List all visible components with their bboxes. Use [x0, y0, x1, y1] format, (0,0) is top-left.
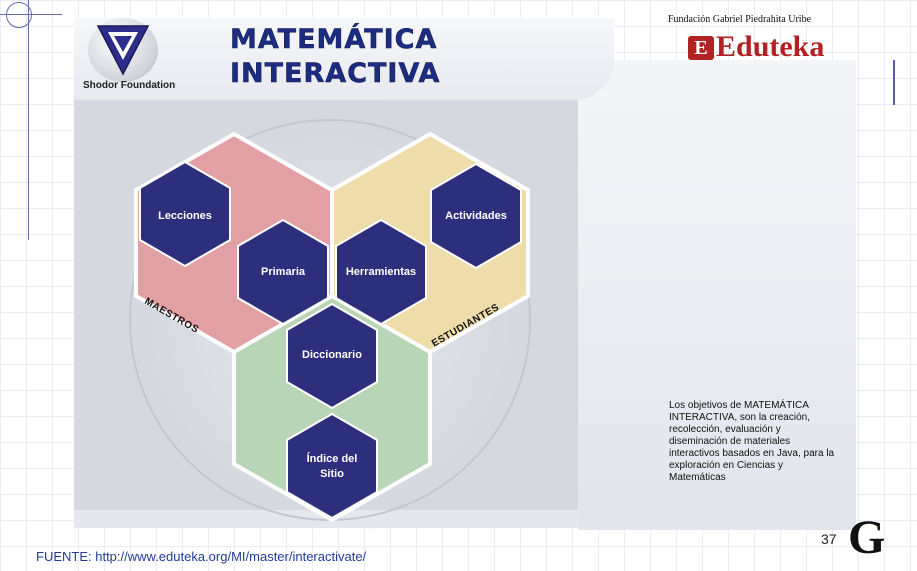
shodor-triangle-icon — [96, 25, 150, 76]
gp-logo: G — [848, 511, 886, 564]
source-link[interactable]: FUENTE: http://www.eduteka.org/MI/master… — [36, 549, 367, 564]
lecciones-hex[interactable] — [139, 160, 231, 268]
eduteka-logo-icon: E — [688, 36, 714, 60]
actividades-label[interactable]: Actividades — [445, 210, 507, 222]
indice-label-line1[interactable]: Índice del — [306, 453, 358, 465]
primaria-hex[interactable] — [237, 218, 329, 326]
header-band — [74, 18, 614, 100]
diccionario-label[interactable]: Diccionario — [302, 349, 362, 361]
herramientas-label[interactable]: Herramientas — [345, 266, 417, 278]
slide-right-line — [893, 60, 895, 105]
title-line-2: INTERACTIVA — [230, 58, 441, 90]
indice-label-line2[interactable]: Sitio — [320, 468, 344, 480]
slide-corner-line — [0, 14, 62, 15]
description-text: Los objetivos de MATEMÁTICA INTERACTIVA,… — [669, 400, 835, 483]
shodor-logo — [88, 18, 158, 82]
herramientas-hex[interactable] — [335, 218, 427, 326]
slide-left-line — [28, 0, 29, 240]
indice-hex[interactable] — [286, 412, 378, 520]
description-panel — [578, 60, 856, 530]
diccionario-hex[interactable] — [286, 302, 378, 410]
slide-corner-circle — [6, 2, 32, 28]
eduteka-label: Eduteka — [716, 30, 825, 63]
primaria-label[interactable]: Primaria — [260, 266, 306, 278]
lecciones-label[interactable]: Lecciones — [158, 210, 212, 222]
shodor-label: Shodor Foundation — [83, 80, 176, 91]
title-line-1: MATEMÁTICA — [230, 24, 438, 56]
actividades-hex[interactable] — [430, 162, 522, 270]
page-number: 37 — [821, 531, 837, 547]
foundation-label: Fundación Gabriel Piedrahita Uribe — [668, 14, 812, 25]
